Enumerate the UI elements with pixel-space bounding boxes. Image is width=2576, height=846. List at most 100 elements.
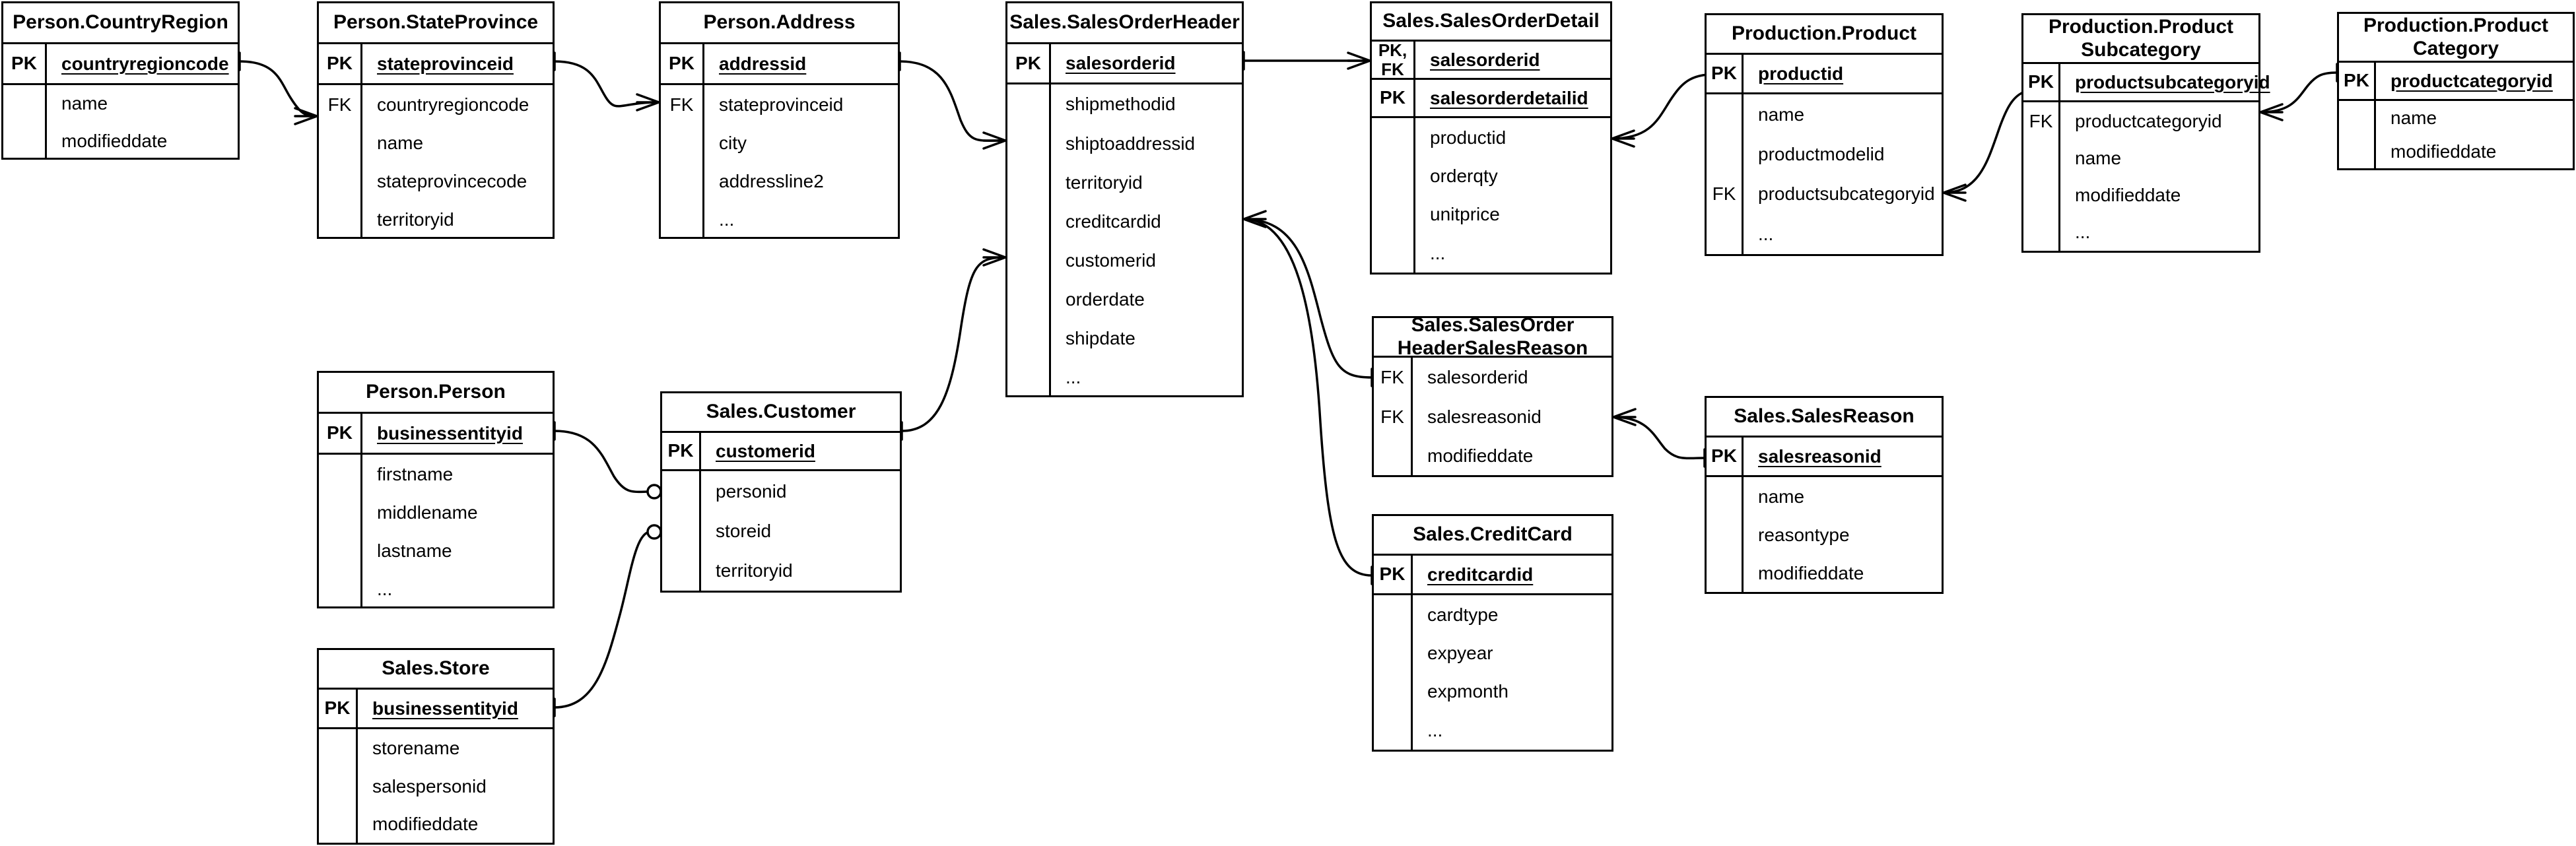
key-marker (319, 455, 360, 494)
key-marker: PK (2023, 64, 2060, 100)
entity-title: Sales.SalesOrderHeader (1007, 3, 1242, 44)
entity-body: PK businessentityid storename salesperso… (319, 690, 553, 843)
entity-sales-customer[interactable]: Sales.Customer PK customerid personid st… (660, 391, 902, 593)
entity-body: PK businessentityid firstname middlename… (319, 414, 553, 608)
key-marker (1007, 124, 1049, 163)
entity-title: Production.Product Subcategory (2023, 15, 2258, 64)
key-marker: FK (669, 94, 694, 115)
key-marker (319, 124, 360, 162)
key-row[interactable]: PK salesorderid (1007, 44, 1242, 84)
key-marker (319, 494, 360, 532)
key-row[interactable]: PK countryregioncode (3, 44, 238, 85)
key-marker: PK (319, 44, 362, 83)
key-marker (661, 162, 702, 201)
attribute-name: salesorderid (1430, 49, 1540, 70)
key-row[interactable]: PK stateprovinceid (319, 44, 553, 85)
entity-person-stateprovince[interactable]: Person.StateProvince PK stateprovinceid … (317, 1, 555, 239)
attribute-name: city (719, 133, 747, 153)
rel-productsubcategory-productcategory (2259, 63, 2338, 121)
key-marker: FK (2029, 110, 2053, 131)
entity-body: PK addressid FK stateprovinceid city add… (661, 44, 898, 239)
attribute-name: salesreasonid (1758, 445, 1881, 467)
entity-body: PK customerid personid storeid territory… (662, 433, 900, 591)
key-row[interactable]: PK productsubcategoryid (2023, 64, 2270, 102)
attribute-list: shipmethodid shiptoaddressid territoryid… (1051, 84, 1242, 397)
attribute-name: ... (2075, 222, 2091, 242)
key-marker (1374, 634, 1411, 672)
entity-production-productcategory[interactable]: Production.Product Category PK productca… (2337, 12, 2575, 170)
attributes-section: FK FK salesorderid salesreasonid modifie… (1374, 358, 1611, 475)
attribute-name: name (1758, 486, 1805, 507)
attribute-key-column (319, 729, 358, 843)
key-marker (1374, 436, 1411, 475)
key-row[interactable]: PK, FK salesorderid (1372, 41, 1610, 80)
key-row[interactable]: PK businessentityid (319, 414, 553, 455)
key-row[interactable]: PK productid (1707, 55, 1942, 94)
key-marker (2023, 214, 2058, 251)
attribute-key-column: FK (1707, 94, 1744, 254)
entity-title-line: Production.Product (2049, 16, 2233, 38)
entity-title-line: Category (2412, 37, 2499, 59)
key-marker: PK, FK (1372, 41, 1415, 79)
rel-store-customer (553, 522, 669, 717)
entity-body: PK productsubcategoryid FK productcatego… (2023, 64, 2270, 251)
key-marker (662, 551, 699, 591)
attribute-name: lastname (377, 540, 452, 561)
key-row[interactable]: PK businessentityid (319, 690, 553, 729)
entity-title: Person.StateProvince (319, 3, 553, 44)
key-marker (1707, 516, 1742, 554)
entity-sales-store[interactable]: Sales.Store PK businessentityid storenam… (317, 648, 555, 845)
entity-body: PK salesreasonid name reasontype modifie… (1707, 438, 1942, 592)
key-row[interactable]: PK customerid (662, 433, 900, 471)
attribute-name: businessentityid (372, 698, 518, 719)
entity-title-line: Sales.SalesOrderHeader (1009, 11, 1240, 34)
key-marker (1007, 319, 1049, 358)
entity-body: PK creditcardid cardtype expyear expmont… (1374, 556, 1611, 750)
attribute-name: countryregioncode (61, 53, 229, 74)
attributes-section: productid orderqty unitprice ... (1372, 118, 1610, 273)
key-row[interactable]: PK salesreasonid (1707, 438, 1942, 477)
attribute-name: creditcardid (1066, 211, 1161, 232)
entity-person-countryregion[interactable]: Person.CountryRegion PK countryregioncod… (1, 1, 240, 160)
key-marker (319, 162, 360, 201)
attribute-name: ... (1758, 223, 1774, 244)
attribute-key-column (1372, 118, 1415, 273)
entity-production-product[interactable]: Production.Product PK productid FK name … (1705, 13, 1944, 256)
entity-sales-salesorderheader[interactable]: Sales.SalesOrderHeader PK salesorderid (1005, 1, 1244, 397)
entity-production-productsubcategory[interactable]: Production.Product Subcategory PK produc… (2021, 13, 2270, 253)
key-marker (319, 532, 360, 570)
entity-person-address[interactable]: Person.Address PK addressid FK stateprov… (659, 1, 900, 239)
key-marker: PK (3, 44, 47, 83)
key-marker (1374, 711, 1411, 750)
entity-body: PK stateprovinceid FK countryregioncode … (319, 44, 553, 239)
attribute-name: modifieddate (2075, 185, 2181, 205)
entity-title: Person.Address (661, 3, 898, 44)
attribute-name: shipdate (1066, 327, 1135, 348)
entity-sales-salesorderdetail[interactable]: Sales.SalesOrderDetail PK, FK salesorder… (1370, 1, 1612, 275)
key-row[interactable]: PK productcategoryid (2339, 63, 2573, 101)
attribute-name: territoryid (716, 560, 793, 581)
attribute-key-column: FK FK (1374, 358, 1413, 475)
attribute-name: name (61, 93, 108, 114)
key-marker (2339, 135, 2374, 168)
key-marker: PK (319, 414, 362, 453)
key-row[interactable]: PK salesorderdetailid (1372, 80, 1610, 118)
key-row[interactable]: PK addressid (661, 44, 898, 85)
key-marker: PK (1707, 55, 1744, 92)
entity-sales-salesorderheadersalesreason[interactable]: Sales.SalesOrder HeaderSalesReason FK FK… (1372, 314, 1613, 477)
attribute-name: cardtype (1427, 604, 1499, 625)
entity-title: Sales.Customer (662, 393, 900, 433)
attribute-name: ... (1430, 242, 1446, 263)
entity-sales-creditcard[interactable]: Sales.CreditCard PK creditcardid cardtyp… (1372, 514, 1613, 752)
entity-person-person[interactable]: Person.Person PK businessentityid firstn… (317, 371, 555, 608)
key-marker (662, 511, 699, 551)
attribute-name: salesorderdetailid (1430, 87, 1588, 108)
attribute-name: productsubcategoryid (1758, 183, 1935, 204)
key-marker: FK (1380, 406, 1404, 427)
key-marker (1007, 241, 1049, 280)
attribute-name: modifieddate (1758, 562, 1864, 583)
attribute-list: stateprovinceid city addressline2 ... (704, 85, 898, 239)
key-row[interactable]: PK creditcardid (1374, 556, 1611, 595)
entity-sales-salesreason[interactable]: Sales.SalesReason PK salesreasonid name … (1705, 396, 1944, 594)
